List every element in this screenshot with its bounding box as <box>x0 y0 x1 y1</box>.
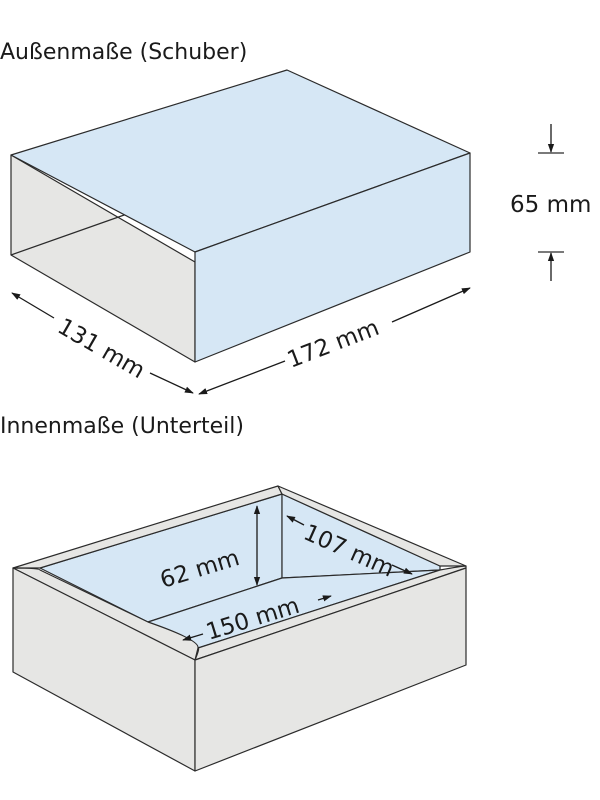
tray-side-face <box>194 567 467 772</box>
outer-height-dimension: 65 mm <box>510 124 591 281</box>
outer-width-arrow-right <box>391 287 471 323</box>
tray-drawing <box>12 485 467 772</box>
slipcase-side-face <box>194 152 471 363</box>
outer-height-label: 65 mm <box>510 192 591 218</box>
inner-width-arrow-right <box>317 595 332 602</box>
outer-width-label: 172 mm <box>284 315 383 374</box>
slipcase-inner-edge <box>10 213 128 256</box>
outer-depth-arrow-left <box>11 292 55 319</box>
outer-heading: Außenmaße (Schuber) <box>0 40 247 65</box>
tray-rim-right <box>277 485 467 567</box>
slipcase-drawing <box>10 69 471 363</box>
outer-width-arrow-left <box>198 360 286 395</box>
inner-depth-arrow-right <box>391 564 413 575</box>
outer-depth-arrow-right <box>149 372 194 394</box>
inner-width-arrow-left <box>182 633 204 641</box>
inner-depth-arrow-left <box>286 515 305 526</box>
inner-heading: Innenmaße (Unterteil) <box>0 414 244 439</box>
